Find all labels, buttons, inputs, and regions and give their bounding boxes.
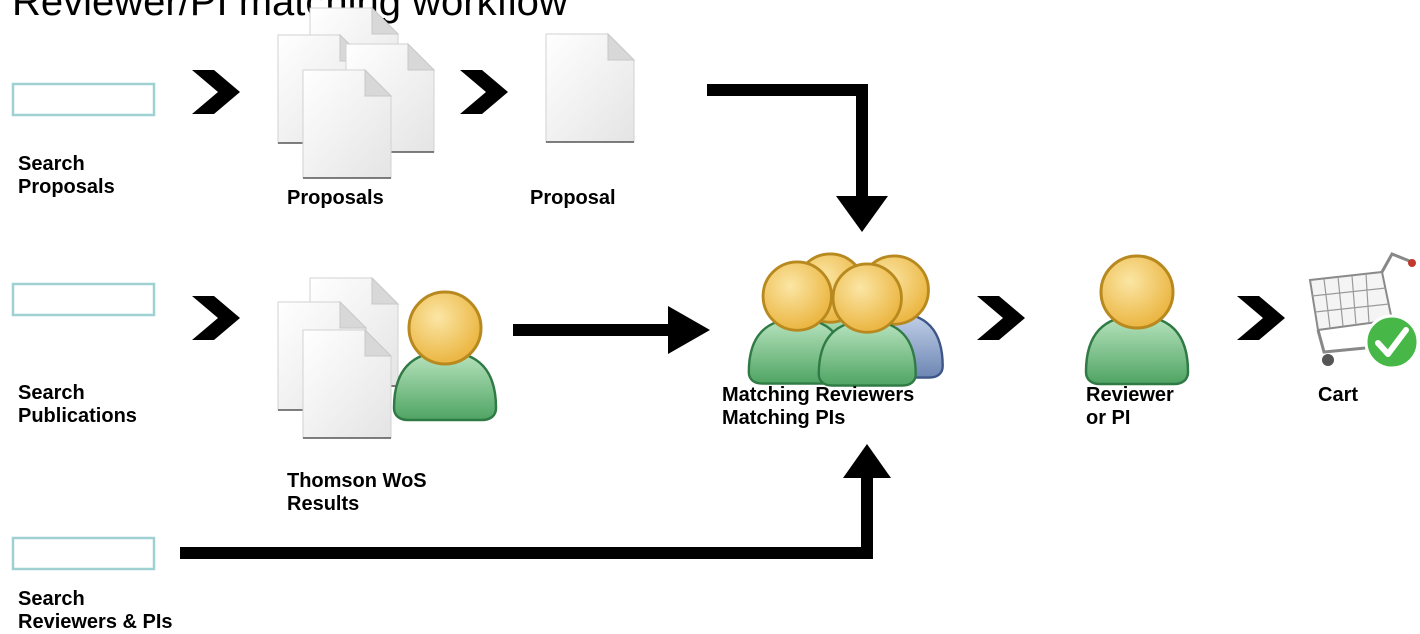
matching-label: Matching Reviewers Matching PIs [722,384,915,429]
chevron-arrow-icon [192,70,240,114]
proposals-label: Proposals [287,187,384,209]
wos-results-label: Thomson WoS Results [287,470,427,515]
proposal-label: Proposal [530,187,616,209]
search-reviewers-label: Search Reviewers & PIs [18,588,173,633]
search-reviewers-input[interactable] [11,536,156,571]
proposals-documents-icon [277,7,435,179]
shopping-cart-icon [1308,252,1420,370]
proposal-document-icon [545,33,635,143]
connector-arrow [707,84,868,200]
reviewer-label: Reviewer or PI [1086,384,1174,429]
search-publications-label: Search Publications [18,382,137,427]
chevron-arrow-icon [460,70,508,114]
chevron-arrow-icon [1237,296,1285,340]
checkmark-icon [1364,314,1420,370]
reviewer-person-icon [1084,254,1190,386]
search-proposals-input[interactable] [11,82,156,117]
connector-arrow [180,472,873,559]
search-publications-input[interactable] [11,282,156,317]
diagram-title: Reviewer/PI matching workflow [12,0,568,24]
chevron-arrow-icon [192,296,240,340]
chevron-arrow-icon [977,296,1025,340]
cart-label: Cart [1318,384,1359,406]
matching-reviewers-group-icon [747,252,945,387]
search-proposals-label: Search Proposals [18,153,115,198]
wos-results-icon [277,277,498,439]
